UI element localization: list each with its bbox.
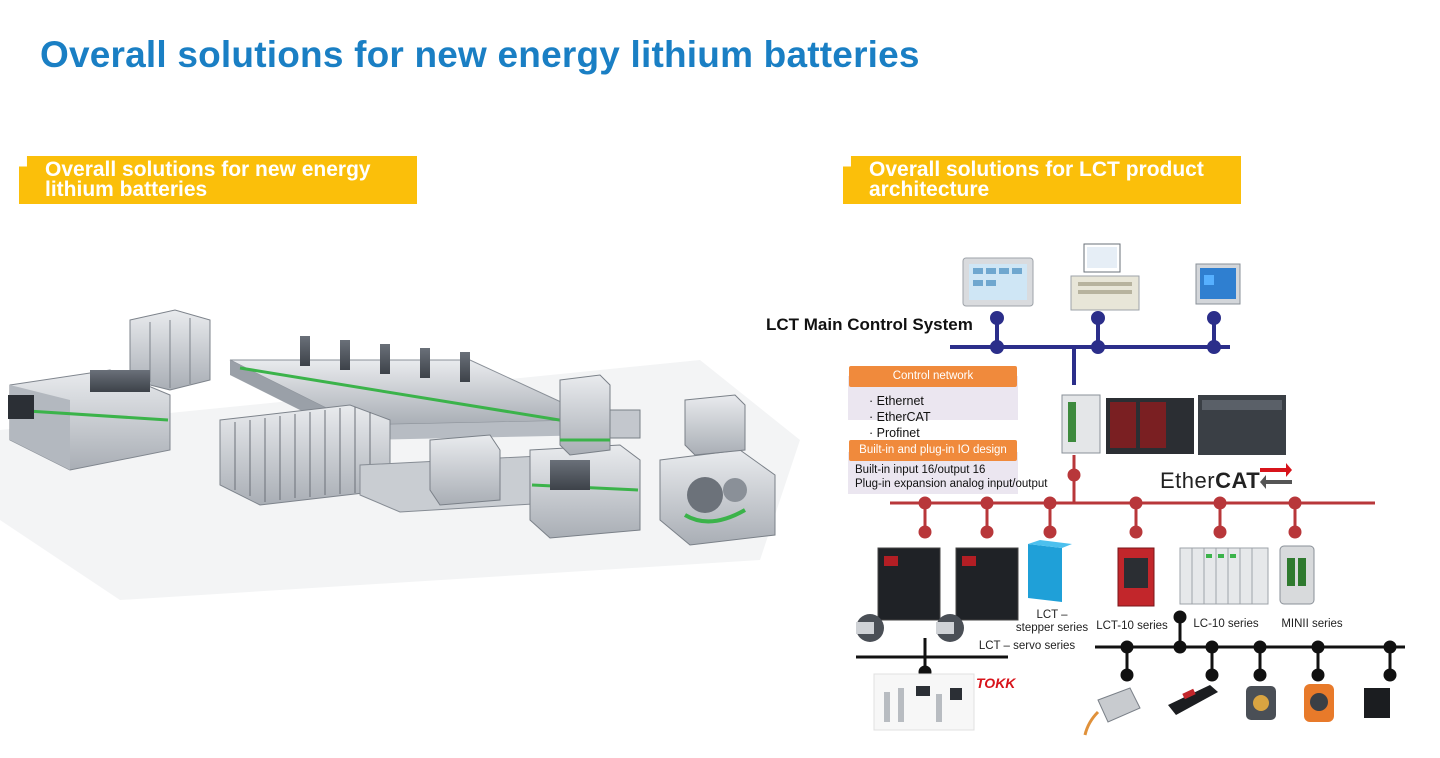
main-control-bus bbox=[950, 311, 1230, 385]
minii-series-label: MINII series bbox=[1281, 618, 1343, 630]
page-title: Overall solutions for new energy lithium… bbox=[40, 34, 920, 75]
architecture-diagram bbox=[856, 243, 1405, 736]
minii-module-icon bbox=[1279, 545, 1315, 605]
sensors-icon bbox=[1083, 684, 1390, 736]
section-header-line: architecture bbox=[869, 178, 990, 201]
stepper-label-line: LCT – bbox=[1036, 609, 1068, 621]
lc10-io-modules-icon bbox=[1179, 547, 1269, 605]
hmi-panel-icon bbox=[962, 257, 1034, 307]
section-header-line: Overall solutions for new energy bbox=[45, 158, 371, 181]
stepper-series-label: LCT – stepper series bbox=[1012, 609, 1092, 635]
ethercat-arrows-icon bbox=[1260, 463, 1292, 489]
lct10-module-icon bbox=[1117, 547, 1155, 607]
io-bus bbox=[1095, 610, 1405, 682]
control-network-list: · Ethernet · EtherCAT · Profinet bbox=[869, 393, 931, 441]
io-design-line: Plug-in expansion analog input/output bbox=[855, 478, 1048, 490]
section-header-batteries: Overall solutions for new energy lithium… bbox=[19, 156, 417, 204]
industrial-pc-icon bbox=[1070, 243, 1140, 311]
section-header-architecture: Overall solutions for LCT product archit… bbox=[843, 156, 1241, 204]
servo-series-label: LCT – servo series bbox=[978, 640, 1076, 652]
network-item: · EtherCAT bbox=[869, 410, 931, 424]
ethercat-bus bbox=[890, 455, 1375, 539]
machine-lower-line bbox=[359, 434, 641, 539]
touch-monitor-icon bbox=[1195, 263, 1241, 305]
production-line-illustration bbox=[0, 309, 800, 600]
proximity-sensors-icon bbox=[873, 673, 975, 731]
tokk-logo: TOKK bbox=[976, 675, 1016, 691]
machine-upper-right bbox=[559, 374, 746, 456]
controller-modules-icon bbox=[1061, 394, 1286, 455]
stepper-driver-icon bbox=[1028, 540, 1072, 602]
control-network-heading: Control network bbox=[849, 366, 1017, 387]
section-header-line: lithium batteries bbox=[45, 178, 208, 201]
section-header-line: Overall solutions for LCT product bbox=[869, 158, 1204, 181]
machine-winding bbox=[659, 449, 776, 546]
machine-left-row bbox=[8, 369, 171, 471]
io-design-heading: Built-in and plug-in IO design bbox=[849, 440, 1017, 461]
io-design-line: Built-in input 16/output 16 bbox=[855, 464, 986, 476]
ethercat-logo-part: Ether bbox=[1160, 468, 1216, 493]
network-item: · Profinet bbox=[869, 426, 920, 440]
main-control-label: LCT Main Control System bbox=[766, 315, 973, 334]
servo-drive-icon bbox=[856, 547, 1019, 642]
network-item: · Ethernet bbox=[869, 394, 924, 408]
lct10-series-label: LCT-10 series bbox=[1096, 620, 1168, 632]
lc10-series-label: LC-10 series bbox=[1193, 618, 1259, 630]
io-design-text: Built-in input 16/output 16 Plug-in expa… bbox=[855, 463, 1047, 491]
stepper-label-line: stepper series bbox=[1015, 622, 1089, 634]
ethercat-logo-part: CAT bbox=[1215, 468, 1261, 493]
ethercat-logo: EtherCAT bbox=[1160, 468, 1260, 494]
